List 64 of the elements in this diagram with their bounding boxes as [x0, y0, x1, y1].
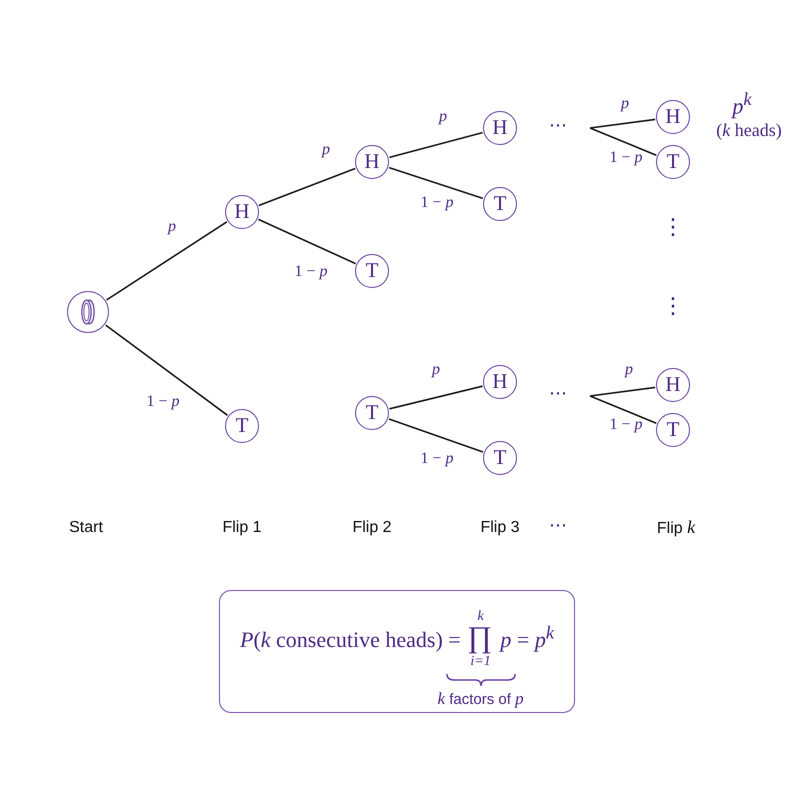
outcome-letter: H: [364, 151, 380, 172]
probability-label: p: [168, 218, 176, 236]
branch-line: [389, 385, 483, 410]
ellipsis: ⋯: [549, 516, 567, 536]
outcome-circle: [483, 187, 517, 221]
column-label: Start: [69, 519, 103, 537]
outcome-letter: H: [665, 106, 681, 128]
outcome-circle: [225, 409, 259, 443]
outcome-circle: [483, 441, 517, 475]
ellipsis: ⋯: [549, 116, 567, 136]
outcome-circle: [656, 145, 690, 179]
outcome-letter: T: [494, 447, 506, 468]
vertical-ellipsis: ⋮: [662, 216, 684, 240]
outcome-letter: T: [494, 193, 506, 214]
formula-panel: [219, 590, 575, 713]
branch-line: [258, 168, 356, 206]
outcome-circle: [355, 254, 389, 288]
outcome-circle: [483, 111, 517, 145]
outcome-circle: [483, 365, 517, 399]
outcome-letter: H: [492, 371, 508, 392]
column-label: Flip 1: [222, 519, 262, 537]
brace-label: k factors of p: [438, 690, 524, 709]
branch-line: [590, 127, 657, 156]
branch-line: [388, 418, 484, 453]
start-circle: [67, 291, 109, 333]
column-label: Flip 3: [480, 519, 520, 537]
outcome-letter: H: [492, 117, 508, 138]
column-label: Flip 2: [352, 519, 392, 537]
probability-label: 1 − p: [146, 393, 180, 411]
branch-line: [105, 324, 228, 416]
result-label: p$^{k}$: [732, 89, 752, 119]
probability-label: p: [322, 141, 330, 159]
outcome-letter: T: [236, 415, 248, 436]
outcome-circle: [355, 145, 389, 179]
outcome-circle: [656, 368, 690, 402]
outcome-letter: T: [366, 402, 378, 424]
branch-line: [590, 395, 657, 424]
outcome-letter: H: [234, 201, 250, 222]
branch-line: [389, 132, 483, 158]
column-label: Flip k: [656, 518, 696, 538]
probability-label: p: [621, 95, 629, 113]
probability-label: 1 − p: [609, 149, 643, 167]
result-label: (k heads): [716, 121, 782, 141]
probability-label: p: [439, 108, 447, 126]
outcome-circle: [656, 413, 690, 447]
probability-label: 1 − p: [294, 263, 328, 281]
probability-label: p: [432, 361, 440, 379]
branch-line: [388, 166, 484, 200]
outcome-letter: H: [665, 374, 681, 396]
probability-label: 1 − p: [609, 416, 643, 434]
outcome-circle: [355, 396, 389, 430]
branch-line: [258, 218, 356, 264]
vertical-ellipsis: ⋮: [662, 294, 684, 320]
probability-label: 1 − p: [420, 450, 454, 468]
branch-line: [590, 118, 656, 129]
outcome-letter: T: [666, 151, 680, 172]
ellipsis: ⋯: [549, 384, 567, 404]
probability-label: 1 − p: [420, 194, 454, 212]
probability-label: p: [625, 361, 633, 379]
branch-line: [106, 221, 228, 301]
outcome-circle: [225, 195, 259, 229]
outcome-letter: T: [666, 419, 680, 440]
outcome-letter: T: [366, 260, 378, 282]
branch-line: [590, 386, 656, 397]
